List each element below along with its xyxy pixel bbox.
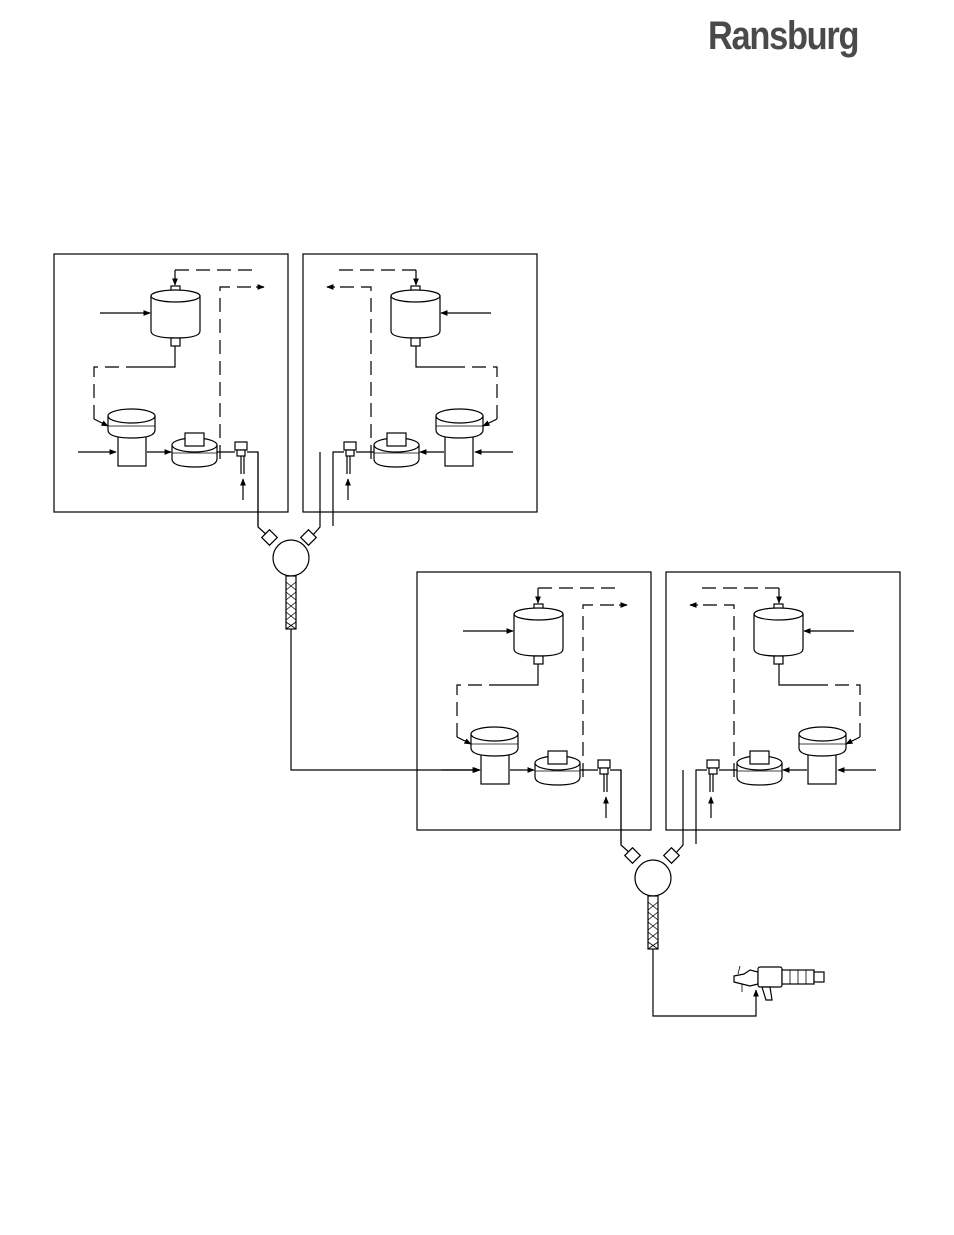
station-1 [54,254,288,526]
station-3 [417,572,651,844]
station-2 [303,254,537,526]
spray-gun-icon [734,966,824,1000]
station-4 [666,572,900,844]
